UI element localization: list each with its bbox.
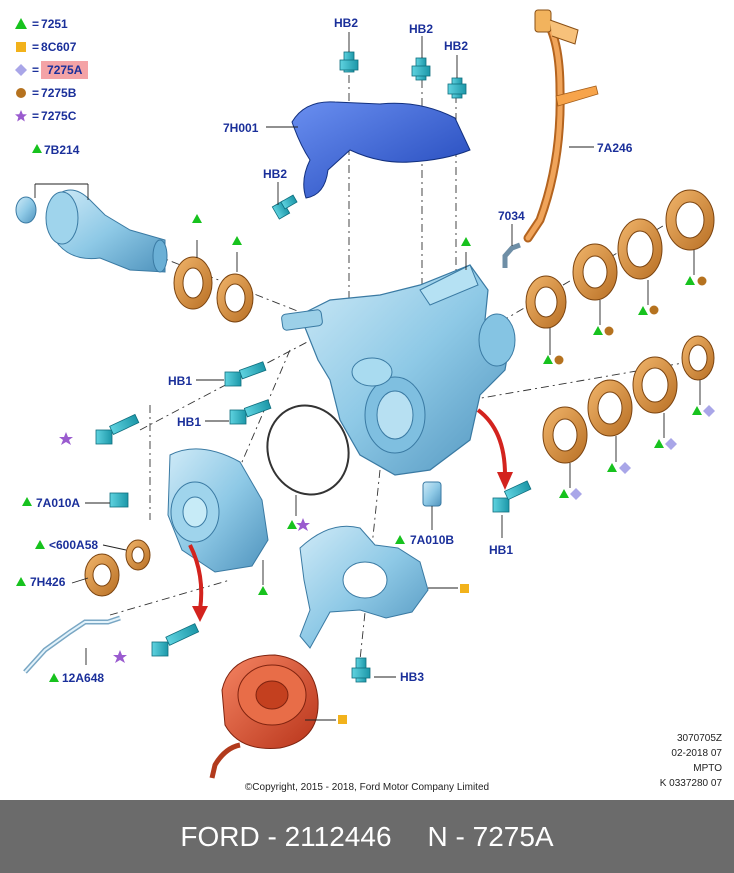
o-ring: [266, 404, 350, 496]
legend-code: 7275C: [41, 108, 77, 123]
drawing-ref: K 0337280 07: [659, 778, 722, 789]
legend-code: 8C607: [41, 39, 77, 54]
exploded-view-drawing: [15, 9, 715, 779]
bolt-7a010a: [109, 492, 129, 508]
direction-arrows: [188, 408, 507, 611]
legend-separator: =: [32, 39, 40, 54]
seal-left-b: [216, 273, 254, 323]
transfer-case-housing: [281, 264, 516, 476]
legend-code-highlighted: 7275A: [41, 60, 89, 79]
output-flange-7b214: [15, 189, 168, 273]
leader-lines: [34, 32, 701, 721]
footer-bar: FORD - 2112446 N - 7275A: [0, 800, 734, 873]
label-hb2: HB2: [444, 39, 469, 53]
marker-star: [59, 432, 73, 445]
copyright-notice: ©Copyright, 2015 - 2018, Ford Motor Comp…: [244, 782, 490, 793]
drawing-code: 3070705Z: [676, 733, 722, 744]
legend-separator: =: [32, 62, 40, 77]
label-7034: 7034: [498, 209, 525, 223]
label-hb3: HB3: [400, 670, 425, 684]
marker-triangle: [461, 237, 471, 246]
bolt-hb1-c: [492, 480, 532, 513]
legend-separator: =: [32, 16, 40, 31]
electric-motor-8c607: [209, 654, 319, 779]
lilac-diamond-icon: [14, 63, 28, 77]
legend-row-8c607: = 8C607: [14, 35, 88, 58]
bolt-hb3: [351, 657, 371, 683]
parts-diagram: = 7251 = 8C607 = 7275A = 7275B = 7275C H…: [14, 9, 722, 793]
legend-row-7251: = 7251: [14, 12, 88, 35]
legend-separator: =: [32, 85, 40, 100]
label-600a58: <600A58: [49, 538, 99, 552]
right-seal-stack-lower: [542, 335, 715, 464]
drawing-metadata: 3070705Z 02-2018 07 MPTO K 0337280 07: [660, 731, 722, 791]
marker-star: [113, 650, 127, 663]
footer-brand-part: FORD - 2112446: [180, 820, 392, 852]
label-7h001: 7H001: [223, 121, 259, 135]
label-hb1: HB1: [177, 415, 202, 429]
marker-triangle: [258, 586, 268, 595]
bushing-7a010b: [422, 481, 442, 507]
legend-row-7275b: = 7275B: [14, 81, 88, 104]
bolt-7275c-a: [95, 413, 140, 445]
label-12a648: 12A648: [62, 671, 105, 685]
bolt-7275c-b: [151, 623, 200, 657]
vent-tube-7a246: [523, 9, 599, 243]
marker-triangle: [287, 520, 297, 529]
label-hb1: HB1: [168, 374, 193, 388]
bolt-hb1-b: [229, 399, 272, 425]
legend-row-7275c: = 7275C: [14, 104, 88, 127]
drawing-model: MPTO: [693, 763, 722, 774]
bolt-hb2-c: [447, 77, 467, 99]
bolt-hb2-b: [411, 57, 431, 81]
marker-square: [338, 715, 347, 724]
drawing-date: 02-2018 07: [671, 748, 722, 759]
marker-square: [460, 584, 469, 593]
seal-left-a: [173, 256, 213, 310]
label-7b214: 7B214: [44, 143, 80, 157]
rear-cover: [167, 448, 269, 573]
label-hb1: HB1: [489, 543, 514, 557]
footer-n-part: N - 7275A: [427, 820, 554, 852]
legend-code: 7251: [41, 16, 68, 31]
label-7a246: 7A246: [597, 141, 633, 155]
legend: = 7251 = 8C607 = 7275A = 7275B = 7275C: [14, 12, 89, 127]
label-hb2: HB2: [334, 16, 359, 30]
fitting-7034: [502, 242, 521, 268]
legend-row-7275a: = 7275A: [14, 58, 89, 81]
part-markers: [16, 144, 715, 724]
marker-star: [296, 518, 310, 531]
label-7a010b: 7A010B: [410, 533, 455, 547]
purple-star-icon: [14, 109, 28, 123]
green-triangle-icon: [14, 17, 28, 31]
right-seal-stack-upper: [525, 189, 715, 329]
label-hb2: HB2: [263, 167, 288, 181]
orange-square-icon: [14, 40, 28, 54]
marker-triangle: [232, 236, 242, 245]
legend-code: 7275B: [41, 85, 77, 100]
label-7a010a: 7A010A: [36, 496, 81, 510]
marker-triangle: [192, 214, 202, 223]
label-hb2: HB2: [409, 22, 434, 36]
heat-shield-7h001: [291, 101, 471, 199]
legend-separator: =: [32, 108, 40, 123]
bolt-hb2-a: [339, 51, 359, 73]
bolt-hb2-d: [271, 194, 298, 220]
label-7h426: 7H426: [30, 575, 66, 589]
tube-12a648: [23, 615, 121, 674]
brown-dot-icon: [14, 86, 28, 100]
bolt-hb1-a: [224, 361, 267, 387]
